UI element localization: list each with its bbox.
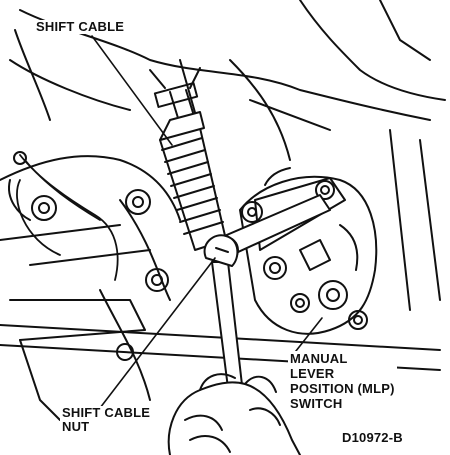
mlp-label-line-2: LEVER <box>290 366 335 381</box>
shift-cable-label: SHIFT CABLE <box>34 19 127 34</box>
leader-shift-cable <box>91 35 173 146</box>
wrench <box>203 234 243 389</box>
mlp-label-line-3: POSITION (MLP) <box>290 381 395 396</box>
nut-label-line-1: SHIFT CABLE <box>62 405 151 420</box>
leader-shift-cable-nut <box>99 257 216 409</box>
technician-hand <box>167 373 301 455</box>
shift-cable-nut-label: SHIFT CABLE NUT <box>60 405 153 434</box>
leader-mlp-switch <box>291 317 323 357</box>
mlp-label-line-1: MANUAL <box>290 351 348 366</box>
mlp-switch-label: MANUAL LEVER POSITION (MLP) SWITCH <box>288 351 397 411</box>
mlp-switch <box>239 167 378 335</box>
housing-bolts <box>13 151 169 361</box>
nut-label-line-2: NUT <box>62 419 90 434</box>
figure-code: D10972-B <box>342 430 403 445</box>
mlp-label-line-4: SWITCH <box>290 396 343 411</box>
wiring-harness <box>16 154 119 281</box>
callout-leaders <box>91 35 323 409</box>
shift-cable <box>149 67 227 251</box>
